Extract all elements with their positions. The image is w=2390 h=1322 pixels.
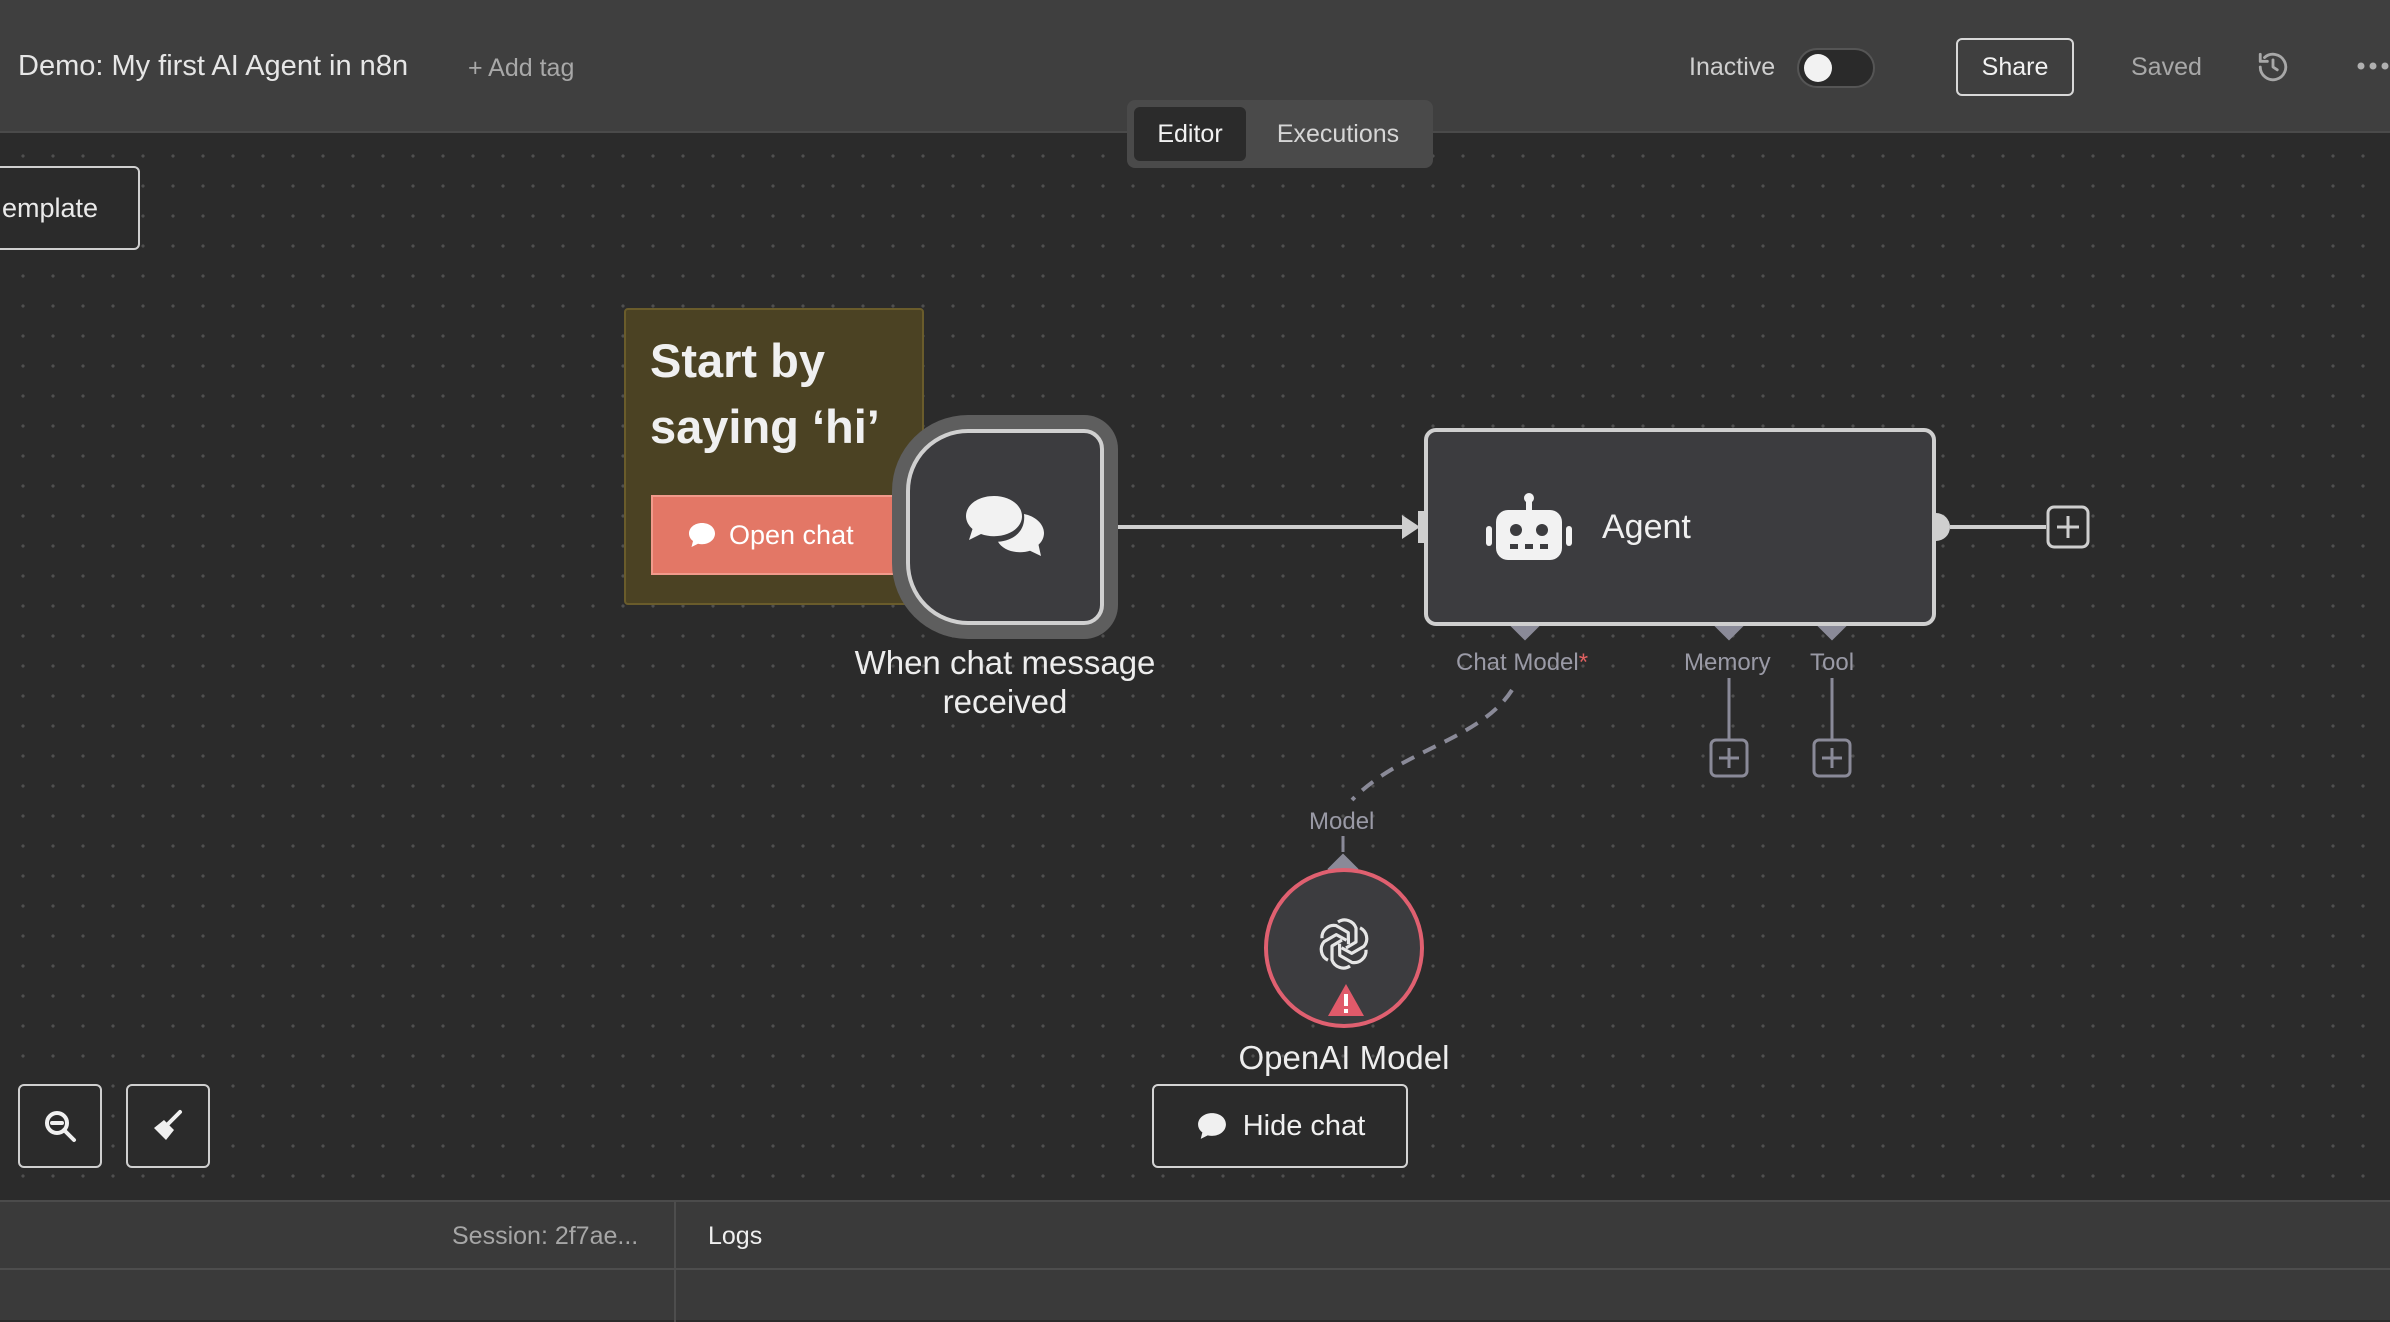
tool-port-label: Tool	[1810, 649, 1855, 676]
active-toggle[interactable]	[1797, 48, 1875, 88]
warning-icon	[1328, 984, 1364, 1016]
memory-port-label: Memory	[1684, 649, 1771, 676]
chat-bubble-icon	[689, 523, 715, 547]
history-icon[interactable]	[2256, 50, 2290, 84]
broom-icon	[154, 1110, 182, 1140]
tab-executions[interactable]: Executions	[1276, 119, 1400, 148]
chat-trigger-node[interactable]	[906, 429, 1104, 625]
chat-bubble-icon	[1197, 1113, 1226, 1139]
add-tag-button[interactable]: + Add tag	[468, 54, 575, 82]
session-id: Session: 2f7ae...	[452, 1222, 639, 1250]
openai-model-label: OpenAI Model	[1238, 1039, 1450, 1076]
workflow-title[interactable]: Demo: My first AI Agent in n8n	[18, 50, 409, 82]
chat-model-port-label: Chat Model*	[1456, 649, 1589, 676]
zoom-out-icon	[45, 1111, 76, 1142]
chat-trigger-label: When chat message received	[854, 644, 1156, 720]
robot-icon	[1486, 493, 1572, 560]
panel-header-divider	[0, 1268, 2390, 1270]
open-chat-label: Open chat	[729, 519, 854, 550]
agent-label: Agent	[1602, 508, 1691, 546]
workflow-canvas[interactable]	[0, 133, 2390, 1200]
hide-chat-button[interactable]: Hide chat	[1152, 1084, 1408, 1168]
view-tabs: Editor Executions	[1127, 100, 1433, 168]
use-template-button[interactable]: emplate	[0, 166, 140, 250]
active-status-label: Inactive	[1689, 53, 1776, 81]
chat-bubbles-icon	[966, 496, 1044, 556]
openai-icon	[1319, 918, 1369, 970]
sticky-note[interactable]: Start by saying ‘hi’ Open chat	[624, 308, 924, 605]
zoom-out-button[interactable]	[18, 1084, 102, 1168]
agent-node[interactable]: Agent	[1424, 428, 1936, 626]
hide-chat-label: Hide chat	[1242, 1109, 1366, 1142]
logs-header: Logs	[708, 1222, 763, 1250]
more-horizontal-icon[interactable]	[2356, 58, 2390, 74]
open-chat-button[interactable]: Open chat	[651, 495, 898, 575]
openai-model-node[interactable]	[1264, 868, 1424, 1028]
panel-divider[interactable]	[674, 1202, 676, 1322]
model-port-label: Model	[1309, 808, 1375, 835]
tidy-up-button[interactable]	[126, 1084, 210, 1168]
chat-logs-panel: Session: 2f7ae... Logs	[0, 1200, 2390, 1322]
tab-editor[interactable]: Editor	[1134, 107, 1246, 161]
saved-status: Saved	[2131, 53, 2202, 81]
toggle-knob	[1804, 54, 1832, 82]
share-button[interactable]: Share	[1956, 38, 2074, 96]
sticky-note-title: Start by saying ‘hi’	[650, 334, 880, 453]
